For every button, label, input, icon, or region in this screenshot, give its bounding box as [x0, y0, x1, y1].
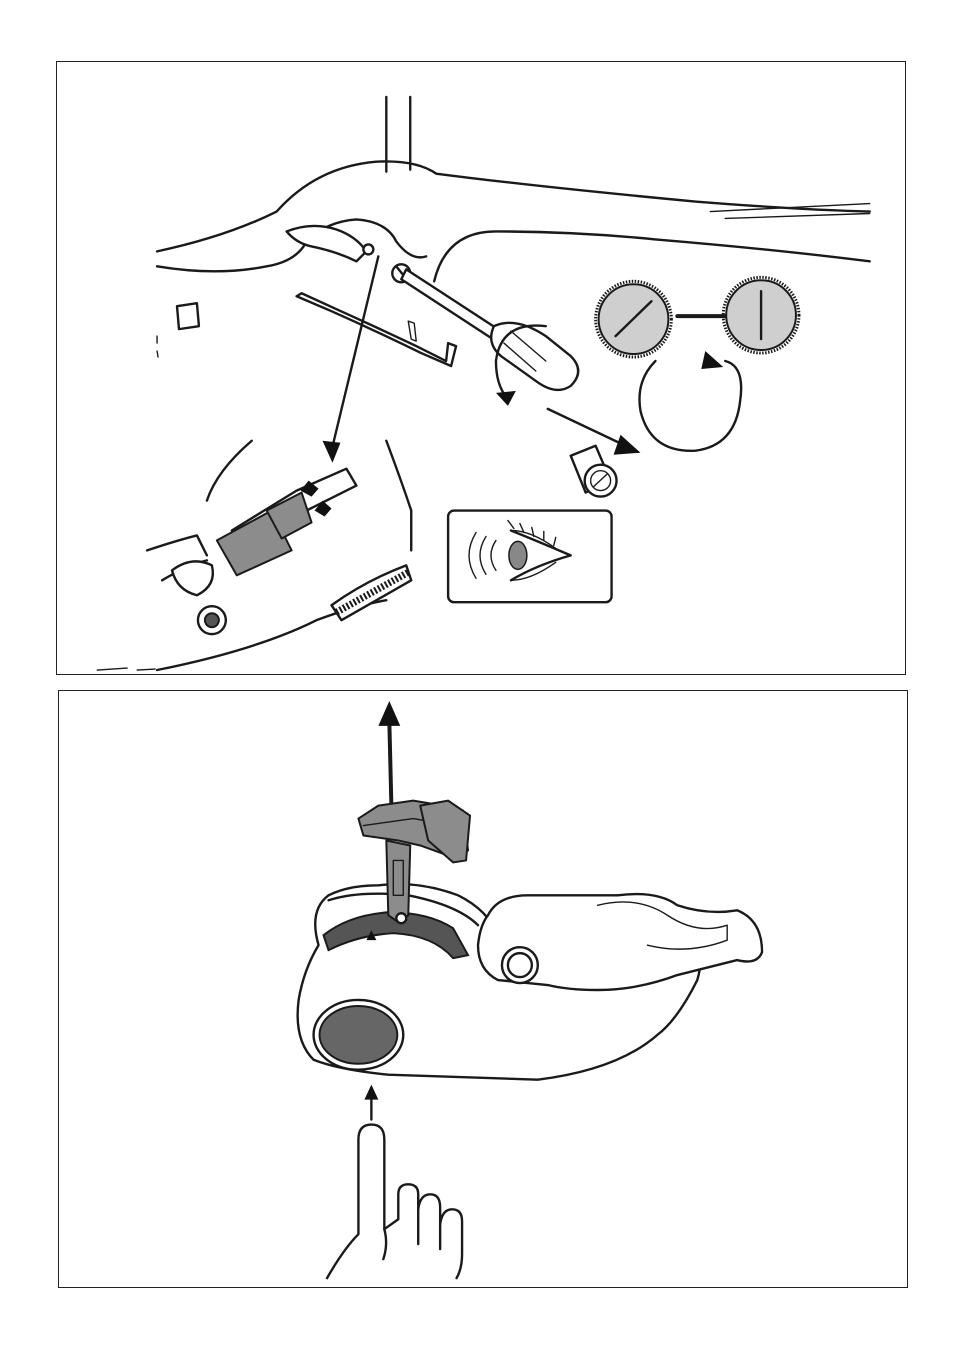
figure-bottom-panel — [58, 690, 908, 1288]
circular-rotate-arrow — [639, 361, 741, 451]
screwdriver-icon — [392, 264, 578, 390]
handle-lower-outline — [157, 219, 426, 271]
bracket-clip — [408, 321, 416, 341]
figure-top-drawing — [57, 62, 905, 674]
brake-lever — [287, 226, 367, 261]
detail-pointer-line — [331, 256, 378, 450]
bottom-edge-artifact — [97, 668, 155, 670]
cable-bracket — [297, 293, 456, 366]
lift-arrow-head — [378, 701, 400, 726]
pointing-finger-icon — [327, 1125, 463, 1279]
small-clip — [177, 303, 199, 329]
press-arrow-head — [364, 1085, 378, 1100]
slot-screw-icon — [571, 446, 617, 497]
release-button — [320, 1006, 398, 1064]
lever-pivot-hole — [508, 953, 532, 977]
move-arrow-head — [614, 435, 641, 455]
edge-marks — [157, 336, 158, 357]
grip-outline — [434, 231, 870, 281]
lift-arrow-line — [389, 721, 391, 803]
circular-arrow-head — [701, 351, 723, 369]
handle-upper-outline — [157, 161, 870, 251]
detail-round-fitting-core — [205, 613, 219, 627]
figure-bottom-drawing — [59, 691, 907, 1287]
detail-pointer-head — [323, 441, 341, 463]
inspection-box — [448, 511, 611, 603]
figure-top-panel — [56, 61, 906, 675]
rotate-arrow-head — [496, 391, 516, 406]
detail-pivot — [172, 561, 213, 595]
move-arrow-line — [548, 409, 626, 446]
lever-pivot — [363, 244, 373, 254]
